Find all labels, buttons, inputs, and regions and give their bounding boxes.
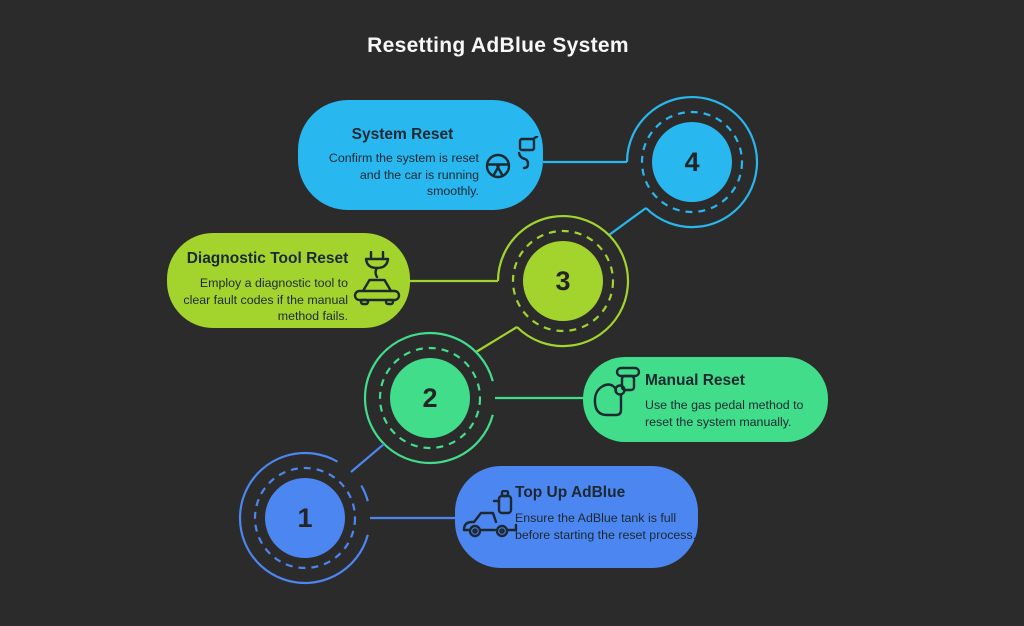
car-diagnostic-plug-icon [352, 250, 402, 314]
step1-dashed-ring [253, 466, 357, 570]
step1-outer-ring-segment [360, 484, 369, 502]
step1-outer-ring [238, 451, 369, 585]
step2-card-title: Manual Reset [645, 372, 745, 389]
step4-outer-ring [625, 96, 759, 229]
step1-number: 1 [297, 503, 313, 533]
step4-card-title: System Reset [351, 126, 454, 143]
step2-dashed-ring [378, 346, 482, 450]
step4-circle [652, 122, 732, 202]
step4-dashed-ring [640, 110, 744, 214]
step2-circle [390, 358, 470, 438]
step4-card-description: Confirm the system is reset and the car … [328, 151, 479, 199]
step1-tail-line [350, 443, 385, 473]
step1-card-description: Ensure the AdBlue tank is full before st… [515, 511, 697, 542]
step4-card: System Reset Confirm the system is reset… [298, 100, 543, 210]
page-title: Resetting AdBlue System [367, 34, 629, 57]
step4-tail-line [608, 207, 647, 236]
step2-number: 2 [422, 383, 438, 413]
step2-node [363, 331, 583, 465]
step4-node [543, 96, 759, 236]
hand-gas-pedal-icon [591, 365, 645, 436]
step3-outer-ring [496, 215, 630, 348]
step3-dashed-ring [511, 229, 615, 333]
step2-outer-ring [363, 331, 494, 465]
step3-tail-line [475, 326, 518, 353]
step3-card: Diagnostic Tool Reset Employ a diagnosti… [167, 233, 410, 328]
step2-card-description: Use the gas pedal method to reset the sy… [645, 398, 804, 429]
step1-card: Top Up AdBlue Ensure the AdBlue tank is … [455, 466, 698, 568]
step1-node [238, 443, 455, 585]
step1-circle [265, 478, 345, 558]
step3-card-title: Diagnostic Tool Reset [186, 250, 349, 267]
step1-card-title: Top Up AdBlue [515, 484, 626, 501]
step2-card: Manual Reset Use the gas pedal method to… [583, 357, 828, 442]
step4-number: 4 [684, 147, 700, 177]
step3-number: 3 [555, 266, 571, 296]
step3-card-description: Employ a diagnostic tool to clear fault … [183, 276, 348, 324]
car-adblue-bottle-icon [461, 489, 519, 547]
step3-node [410, 215, 630, 353]
steering-wheel-seat-icon [483, 135, 541, 187]
step3-circle [523, 241, 603, 321]
